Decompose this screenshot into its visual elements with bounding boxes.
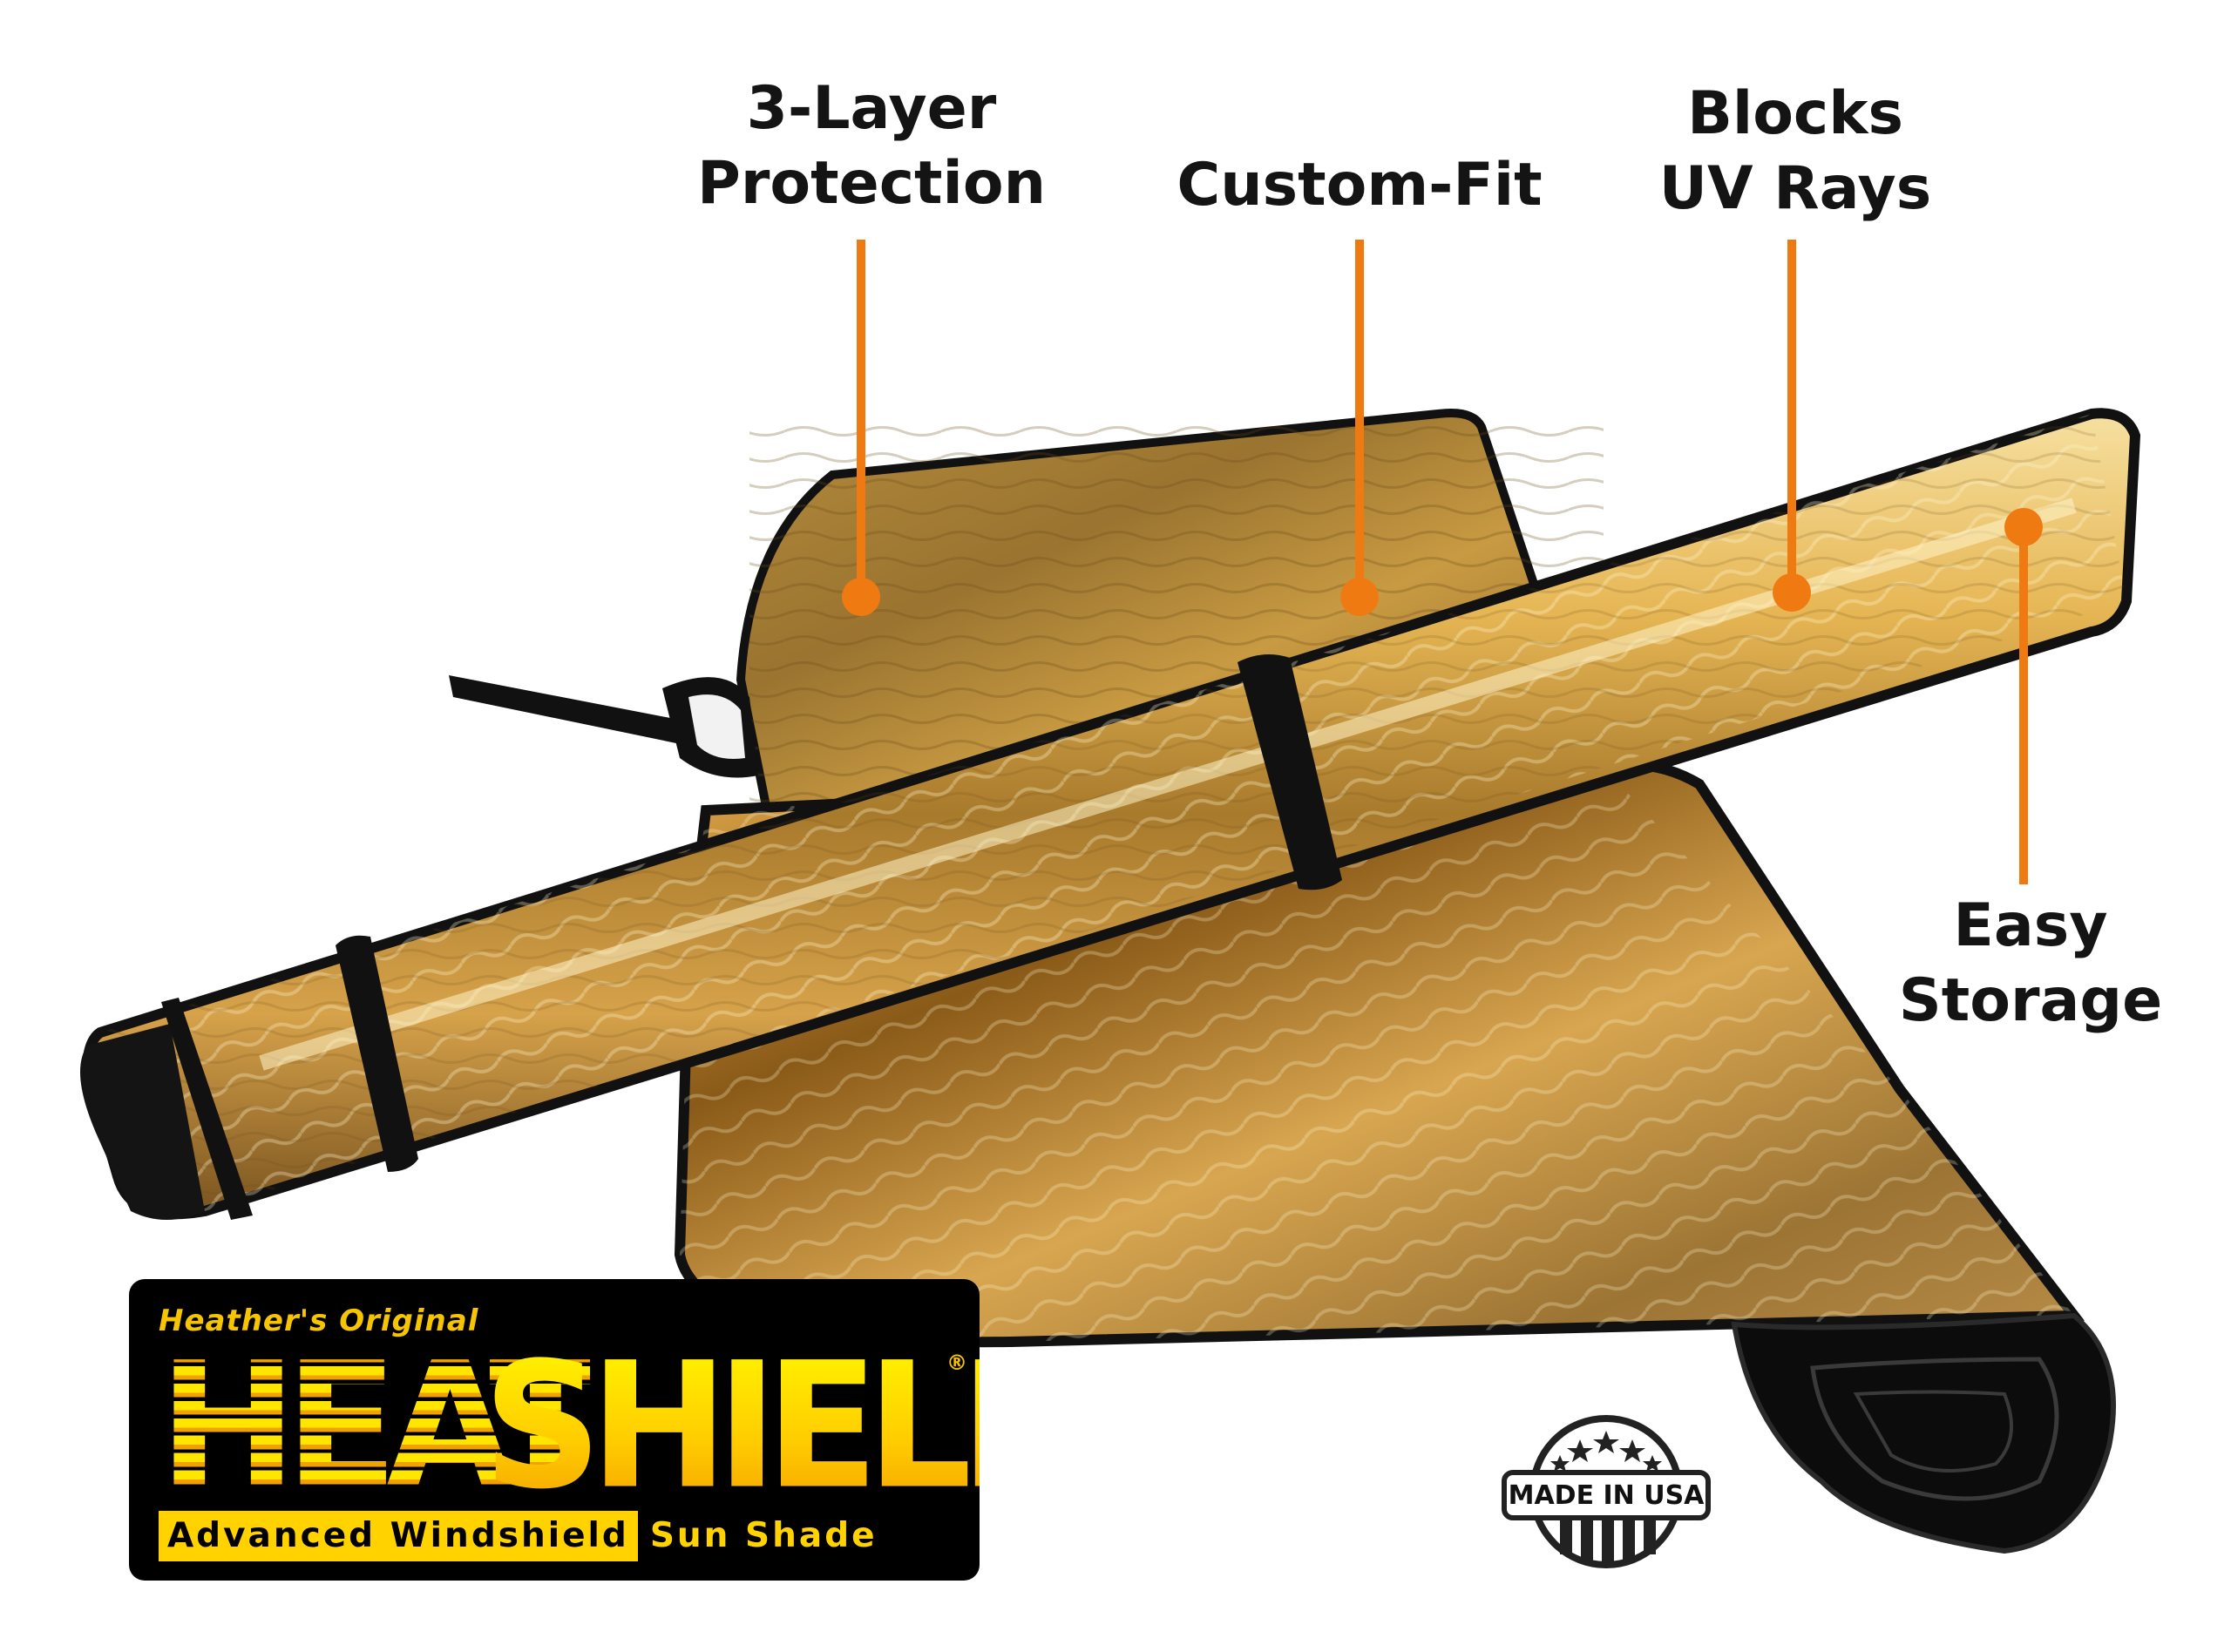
brand-shield: SHIELD xyxy=(483,1339,980,1513)
made-in-usa-label: MADE IN USA xyxy=(1509,1480,1705,1511)
badge-subtitle-part2: Sun Shade xyxy=(649,1516,878,1555)
callout-lines xyxy=(842,240,2043,884)
velcro-strap xyxy=(449,675,706,749)
callout-dot-layer xyxy=(842,578,880,616)
tube-strap-2 xyxy=(336,935,418,1172)
callout-dot-uv xyxy=(1773,573,1811,612)
callout-custom-fit: Custom-Fit xyxy=(1168,148,1551,223)
heatshield-logo-badge: Heather's Original HEAT SHIELD ® Advance… xyxy=(129,1279,980,1581)
callout-uv-line1: Blocks xyxy=(1687,79,1903,148)
star-icon xyxy=(1550,1431,1662,1472)
tube-strap-3 xyxy=(1238,654,1342,890)
badge-tagline: Heather's Original xyxy=(159,1303,479,1338)
callout-dot-storage xyxy=(2004,508,2043,546)
callout-layer-line1: 3-Layer xyxy=(746,74,997,143)
tube-strap-1 xyxy=(161,998,253,1220)
brand-heat: HEAT xyxy=(159,1324,602,1527)
badge-subtitle: Advanced Windshield Sun Shade xyxy=(159,1511,878,1563)
callout-blocks-uv-rays: Blocks UV Rays xyxy=(1638,77,1952,227)
stripes-icon xyxy=(1560,1516,1656,1563)
callout-fit-line1: Custom-Fit xyxy=(1177,151,1543,220)
registered-mark: ® xyxy=(946,1351,967,1375)
badge-subtitle-part1: Advanced Windshield xyxy=(159,1511,638,1561)
brand-wordmark: HEAT SHIELD xyxy=(159,1339,980,1513)
callout-3-layer-protection: 3-Layer Protection xyxy=(697,71,1046,221)
callout-easy-storage: Easy Storage xyxy=(1891,889,2170,1039)
callout-dot-fit xyxy=(1340,578,1379,616)
callout-storage-line2: Storage xyxy=(1898,966,2163,1035)
callout-uv-line2: UV Rays xyxy=(1658,154,1932,223)
rolled-tube xyxy=(80,408,2141,1220)
made-in-usa-seal: MADE IN USA xyxy=(1502,1415,1711,1568)
callout-layer-line2: Protection xyxy=(697,149,1046,218)
callout-storage-line1: Easy xyxy=(1953,891,2108,960)
